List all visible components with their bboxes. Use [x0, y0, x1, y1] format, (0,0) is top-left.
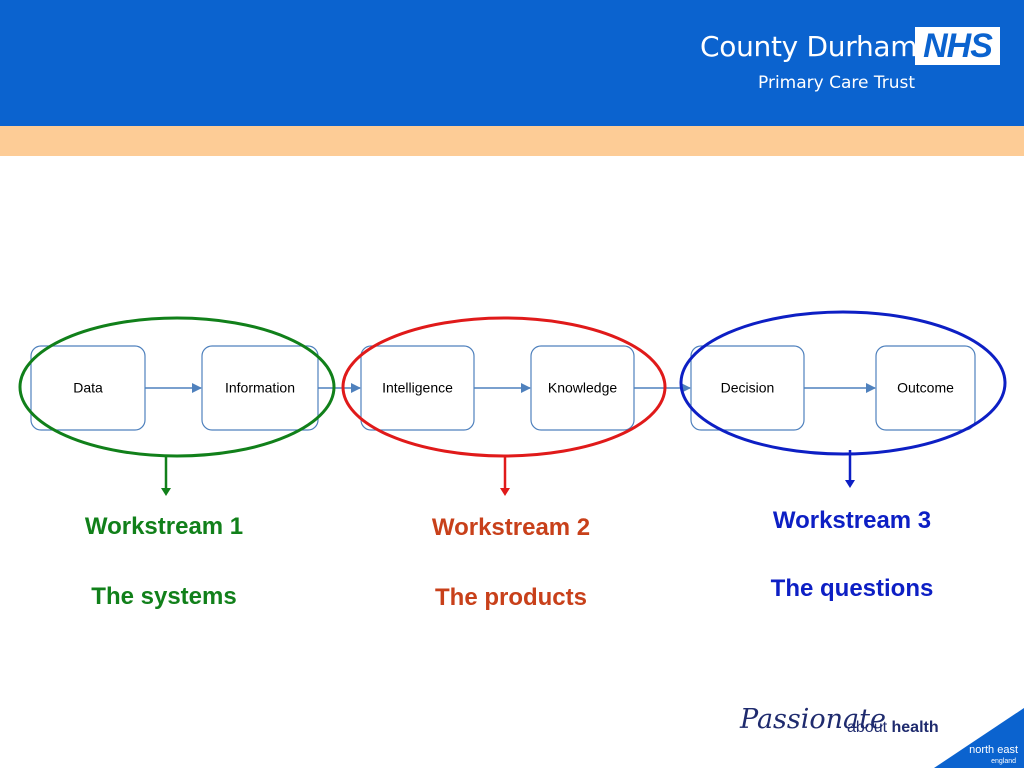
nhs-logo-text: NHS: [923, 27, 993, 65]
node-box: [875, 345, 976, 431]
node-outcome: Outcome: [875, 345, 976, 431]
node-label: Information: [225, 380, 295, 396]
node-label: Decision: [721, 380, 775, 396]
header-bar: [0, 0, 1024, 126]
workstream-3-drop-arrow: [845, 450, 855, 488]
workstream-2-drop-arrow: [500, 457, 510, 496]
node-box: [530, 345, 635, 431]
workstream-3-description: The questions: [770, 575, 934, 602]
region-logo-name: north east: [969, 744, 1018, 756]
workstream-1-description: The systems: [91, 583, 237, 610]
region-logo-sub: england: [991, 758, 1016, 765]
node-label: Intelligence: [382, 380, 453, 396]
footer-tagline-health: health: [891, 719, 939, 736]
node-box: [201, 345, 319, 431]
org-subtitle: Primary Care Trust: [758, 73, 916, 93]
node-box: [360, 345, 475, 431]
workstream-1-drop-arrow: [161, 457, 171, 496]
node-box: [690, 345, 805, 431]
workstream-2-title: Workstream 2: [431, 514, 591, 541]
node-knowledge: Knowledge: [530, 345, 635, 431]
workstream-2-ellipse: [341, 316, 667, 458]
node-label: Knowledge: [548, 380, 617, 396]
workstream-2-description: The products: [434, 584, 588, 611]
nhs-logo: NHS: [915, 27, 1000, 65]
org-name: County Durham: [700, 30, 918, 63]
node-box: [30, 345, 146, 431]
workstream-3-title: Workstream 3: [772, 507, 932, 534]
node-label: Data: [73, 380, 103, 396]
workstream-1-ellipse: [18, 316, 336, 458]
node-intelligence: Intelligence: [360, 345, 475, 431]
workstream-3-ellipse: [679, 310, 1007, 456]
node-decision: Decision: [690, 345, 805, 431]
footer-tagline-script: Passionate: [740, 704, 886, 735]
node-label: Outcome: [897, 380, 954, 396]
node-information: Information: [201, 345, 319, 431]
region-logo-corner: [934, 708, 1024, 768]
workstream-1-title: Workstream 1: [84, 513, 244, 540]
node-data: Data: [30, 345, 146, 431]
footer-tagline: about health: [847, 719, 939, 737]
footer-tagline-about: about: [847, 719, 888, 736]
header-stripe: [0, 126, 1024, 156]
